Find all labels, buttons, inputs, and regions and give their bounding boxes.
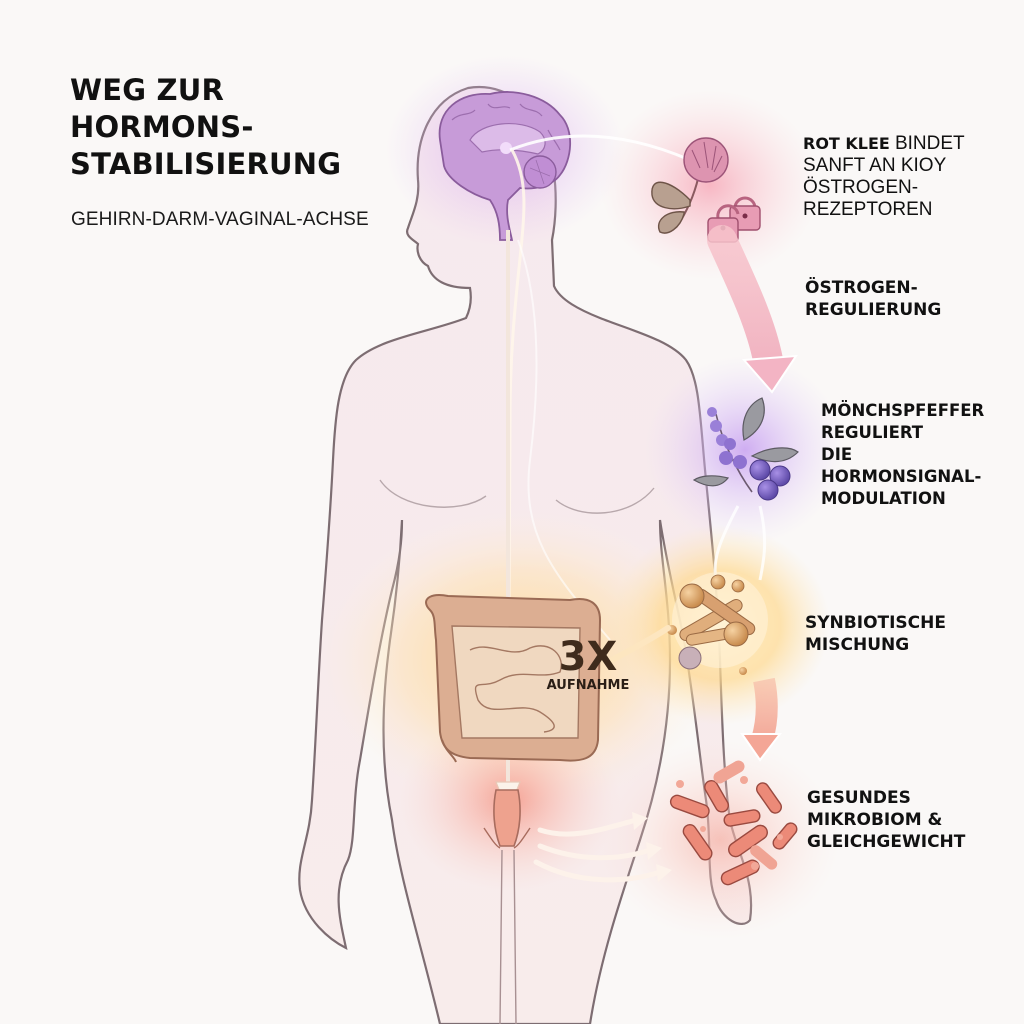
estrogen-line-1: ÖSTROGEN- [805, 278, 918, 298]
title-line-1: WEG ZUR [70, 73, 225, 107]
step-label-estrogen-regulation: ÖSTROGEN- REGULIERUNG [805, 277, 941, 321]
pelvis-outflow-arrows-icon [533, 817, 663, 883]
page-subtitle: GEHIRN-DARM-VAGINAL-ACHSE [71, 209, 369, 230]
bacteria-icon [669, 760, 798, 886]
title-line-3: STABILISIERUNG [70, 147, 342, 181]
microbiome-line-2: MIKROBIOM & [807, 810, 943, 830]
synbiotic-line-1: SYNBIOTISCHE [805, 613, 946, 633]
chasteberry-line-3: DIE [821, 445, 853, 464]
chasteberry-icon [692, 397, 799, 501]
chasteberry-line-2: REGULIERT [821, 423, 924, 442]
step-label-chasteberry: MÖNCHSPFEFFER REGULIERT DIE HORMONSIGNAL… [821, 400, 984, 510]
vaginal-tract-icon [483, 789, 531, 1024]
red-clover-name: ROT KLEE [803, 134, 890, 153]
chasteberry-line-1: MÖNCHSPFEFFER [821, 401, 985, 420]
estrogen-line-2: REGULIERUNG [805, 300, 942, 320]
estrogen-down-arrow-icon [707, 225, 798, 394]
red-clover-line-2: SANFT AN KIOY [803, 155, 947, 176]
chasteberry-line-5: MODULATION [821, 489, 946, 508]
intestines-icon [425, 594, 602, 763]
microbiome-line-1: GESUNDES [807, 788, 911, 808]
step-label-red-clover: ROT KLEE BINDET SANFT AN KIOY ÖSTROGEN- … [803, 133, 965, 221]
chasteberry-line-4: HORMONSIGNAL- [821, 467, 982, 486]
red-clover-line-4: REZEPTOREN [803, 199, 933, 220]
microbiome-line-3: GLEICHGEWICHT [807, 832, 966, 852]
microbiome-down-arrow-icon [740, 677, 783, 762]
absorption-badge: 3X AUFNAHME [528, 636, 648, 694]
title-line-2: HORMONS- [70, 110, 254, 144]
page-title: WEG ZUR HORMONS- STABILISIERUNG [70, 72, 341, 183]
brain-icon [438, 91, 572, 241]
red-clover-line-1: BINDET [894, 133, 965, 154]
step-label-microbiome: GESUNDES MIKROBIOM & GLEICHGEWICHT [807, 787, 965, 853]
absorption-label: AUFNAHME [546, 678, 630, 693]
step-label-synbiotic: SYNBIOTISCHE MISCHUNG [805, 612, 946, 656]
probiotic-cluster-icon [667, 572, 768, 675]
synbiotic-line-2: MISCHUNG [805, 635, 910, 655]
absorption-value: 3X [558, 634, 618, 680]
red-clover-line-3: ÖSTROGEN- [803, 177, 919, 198]
